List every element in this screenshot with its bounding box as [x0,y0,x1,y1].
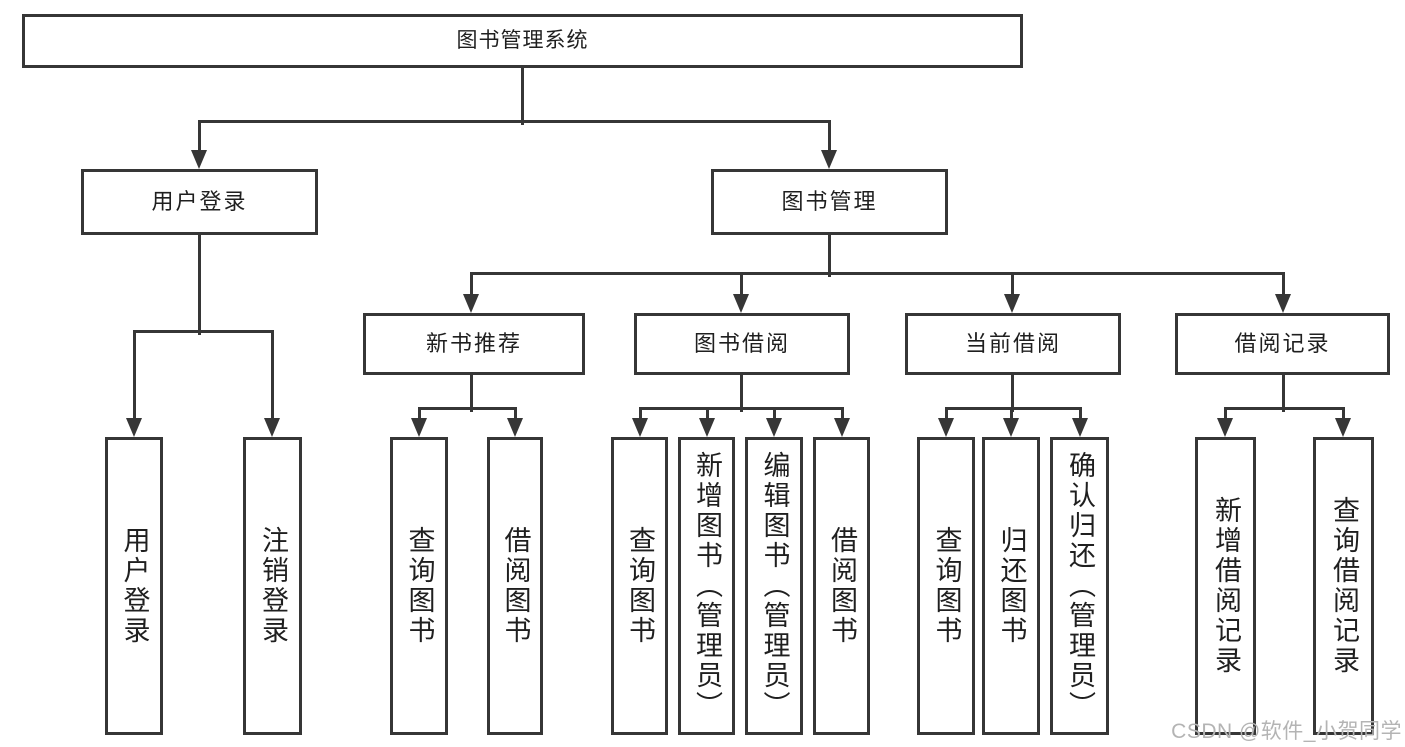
node-book-mgmt: 图书管理 [711,169,948,235]
node-leaf-user-login: 用户登录 [105,437,163,735]
node-new-book-rec: 新书推荐 [363,313,585,375]
node-leaf-cb-return: 归还图书 [982,437,1040,735]
arrowhead-down-icon [126,418,142,437]
node-label: 查询图书 [931,526,962,646]
connector-line-v [1224,407,1227,421]
node-label: 用户登录 [119,526,150,646]
connector-line-h [133,330,274,333]
node-label: 归还图书 [996,526,1027,646]
connector-line-v [271,330,274,419]
connector-line-v [773,407,776,421]
node-leaf-nbr-borrow: 借阅图书 [487,437,543,735]
connector-line-v [828,120,831,153]
connector-line-v [1011,272,1014,297]
arrowhead-down-icon [264,418,280,437]
connector-line-h [639,407,844,410]
connector-line-v [1282,375,1285,412]
connector-line-h [470,272,1285,275]
arrowhead-down-icon [733,294,749,313]
arrowhead-down-icon [699,418,715,437]
node-leaf-logout: 注销登录 [243,437,302,735]
node-label: 查询图书 [404,526,435,646]
node-book-borrow: 图书借阅 [634,313,850,375]
node-label: 图书借阅 [693,330,790,356]
connector-line-v [828,235,831,277]
connector-line-v [1079,407,1082,421]
connector-line-v [740,272,743,297]
node-label: 新增图书（管理员） [692,451,722,721]
node-label: 当前借阅 [964,330,1061,356]
arrowhead-down-icon [1335,418,1351,437]
node-leaf-bb-edit: 编辑图书（管理员） [745,437,803,735]
node-label: 用户登录 [151,188,248,214]
connector-line-v [198,120,201,153]
connector-line-v [706,407,709,421]
arrowhead-down-icon [632,418,648,437]
node-leaf-bb-add: 新增图书（管理员） [678,437,735,735]
connector-line-v [1282,272,1285,297]
arrowhead-down-icon [1003,418,1019,437]
arrowhead-down-icon [1217,418,1233,437]
arrowhead-down-icon [411,418,427,437]
connector-line-v [841,407,844,421]
connector-line-v [514,407,517,421]
node-leaf-cb-confirm: 确认归还（管理员） [1050,437,1109,735]
arrowhead-down-icon [834,418,850,437]
node-label: 图书管理系统 [456,29,589,53]
connector-line-h [1224,407,1345,410]
node-leaf-br-add: 新增借阅记录 [1195,437,1256,735]
arrowhead-down-icon [821,150,837,169]
node-leaf-br-query: 查询借阅记录 [1313,437,1374,735]
connector-line-v [639,407,642,421]
arrowhead-down-icon [191,150,207,169]
connector-line-v [1011,375,1014,412]
arrowhead-down-icon [1275,294,1291,313]
node-root: 图书管理系统 [22,14,1023,68]
arrowhead-down-icon [766,418,782,437]
node-label: 注销登录 [258,526,288,646]
arrowhead-down-icon [1004,294,1020,313]
connector-line-v [133,330,136,419]
node-label: 查询图书 [625,526,655,646]
connector-line-v [1342,407,1345,421]
connector-line-v [470,375,473,412]
node-borrow-records: 借阅记录 [1175,313,1390,375]
connector-line-v [945,407,948,421]
node-current-borrow: 当前借阅 [905,313,1121,375]
connector-line-h [945,407,1082,410]
node-leaf-bb-borrow: 借阅图书 [813,437,870,735]
connector-line-v [1010,407,1013,421]
node-user-login: 用户登录 [81,169,318,235]
csdn-watermark: CSDN @软件_小贺同学 [1171,720,1402,743]
node-label: 借阅图书 [827,526,857,646]
connector-line-v [198,235,201,335]
arrowhead-down-icon [463,294,479,313]
node-label: 借阅记录 [1234,330,1331,356]
connector-line-v [418,407,421,421]
arrowhead-down-icon [507,418,523,437]
connector-line-v [521,68,524,125]
node-leaf-nbr-query: 查询图书 [390,437,448,735]
node-label: 确认归还（管理员） [1065,451,1095,721]
node-label: 查询借阅记录 [1329,496,1359,676]
connector-line-v [470,272,473,297]
connector-line-h [198,120,831,123]
connector-line-h [418,407,517,410]
node-leaf-cb-query: 查询图书 [917,437,975,735]
node-leaf-bb-query: 查询图书 [611,437,668,735]
node-label: 借阅图书 [500,526,531,646]
node-label: 新增借阅记录 [1211,496,1241,676]
connector-line-v [740,375,743,412]
node-label: 编辑图书（管理员） [759,451,790,721]
arrowhead-down-icon [938,418,954,437]
node-label: 图书管理 [781,188,878,214]
arrowhead-down-icon [1072,418,1088,437]
node-label: 新书推荐 [425,330,522,356]
